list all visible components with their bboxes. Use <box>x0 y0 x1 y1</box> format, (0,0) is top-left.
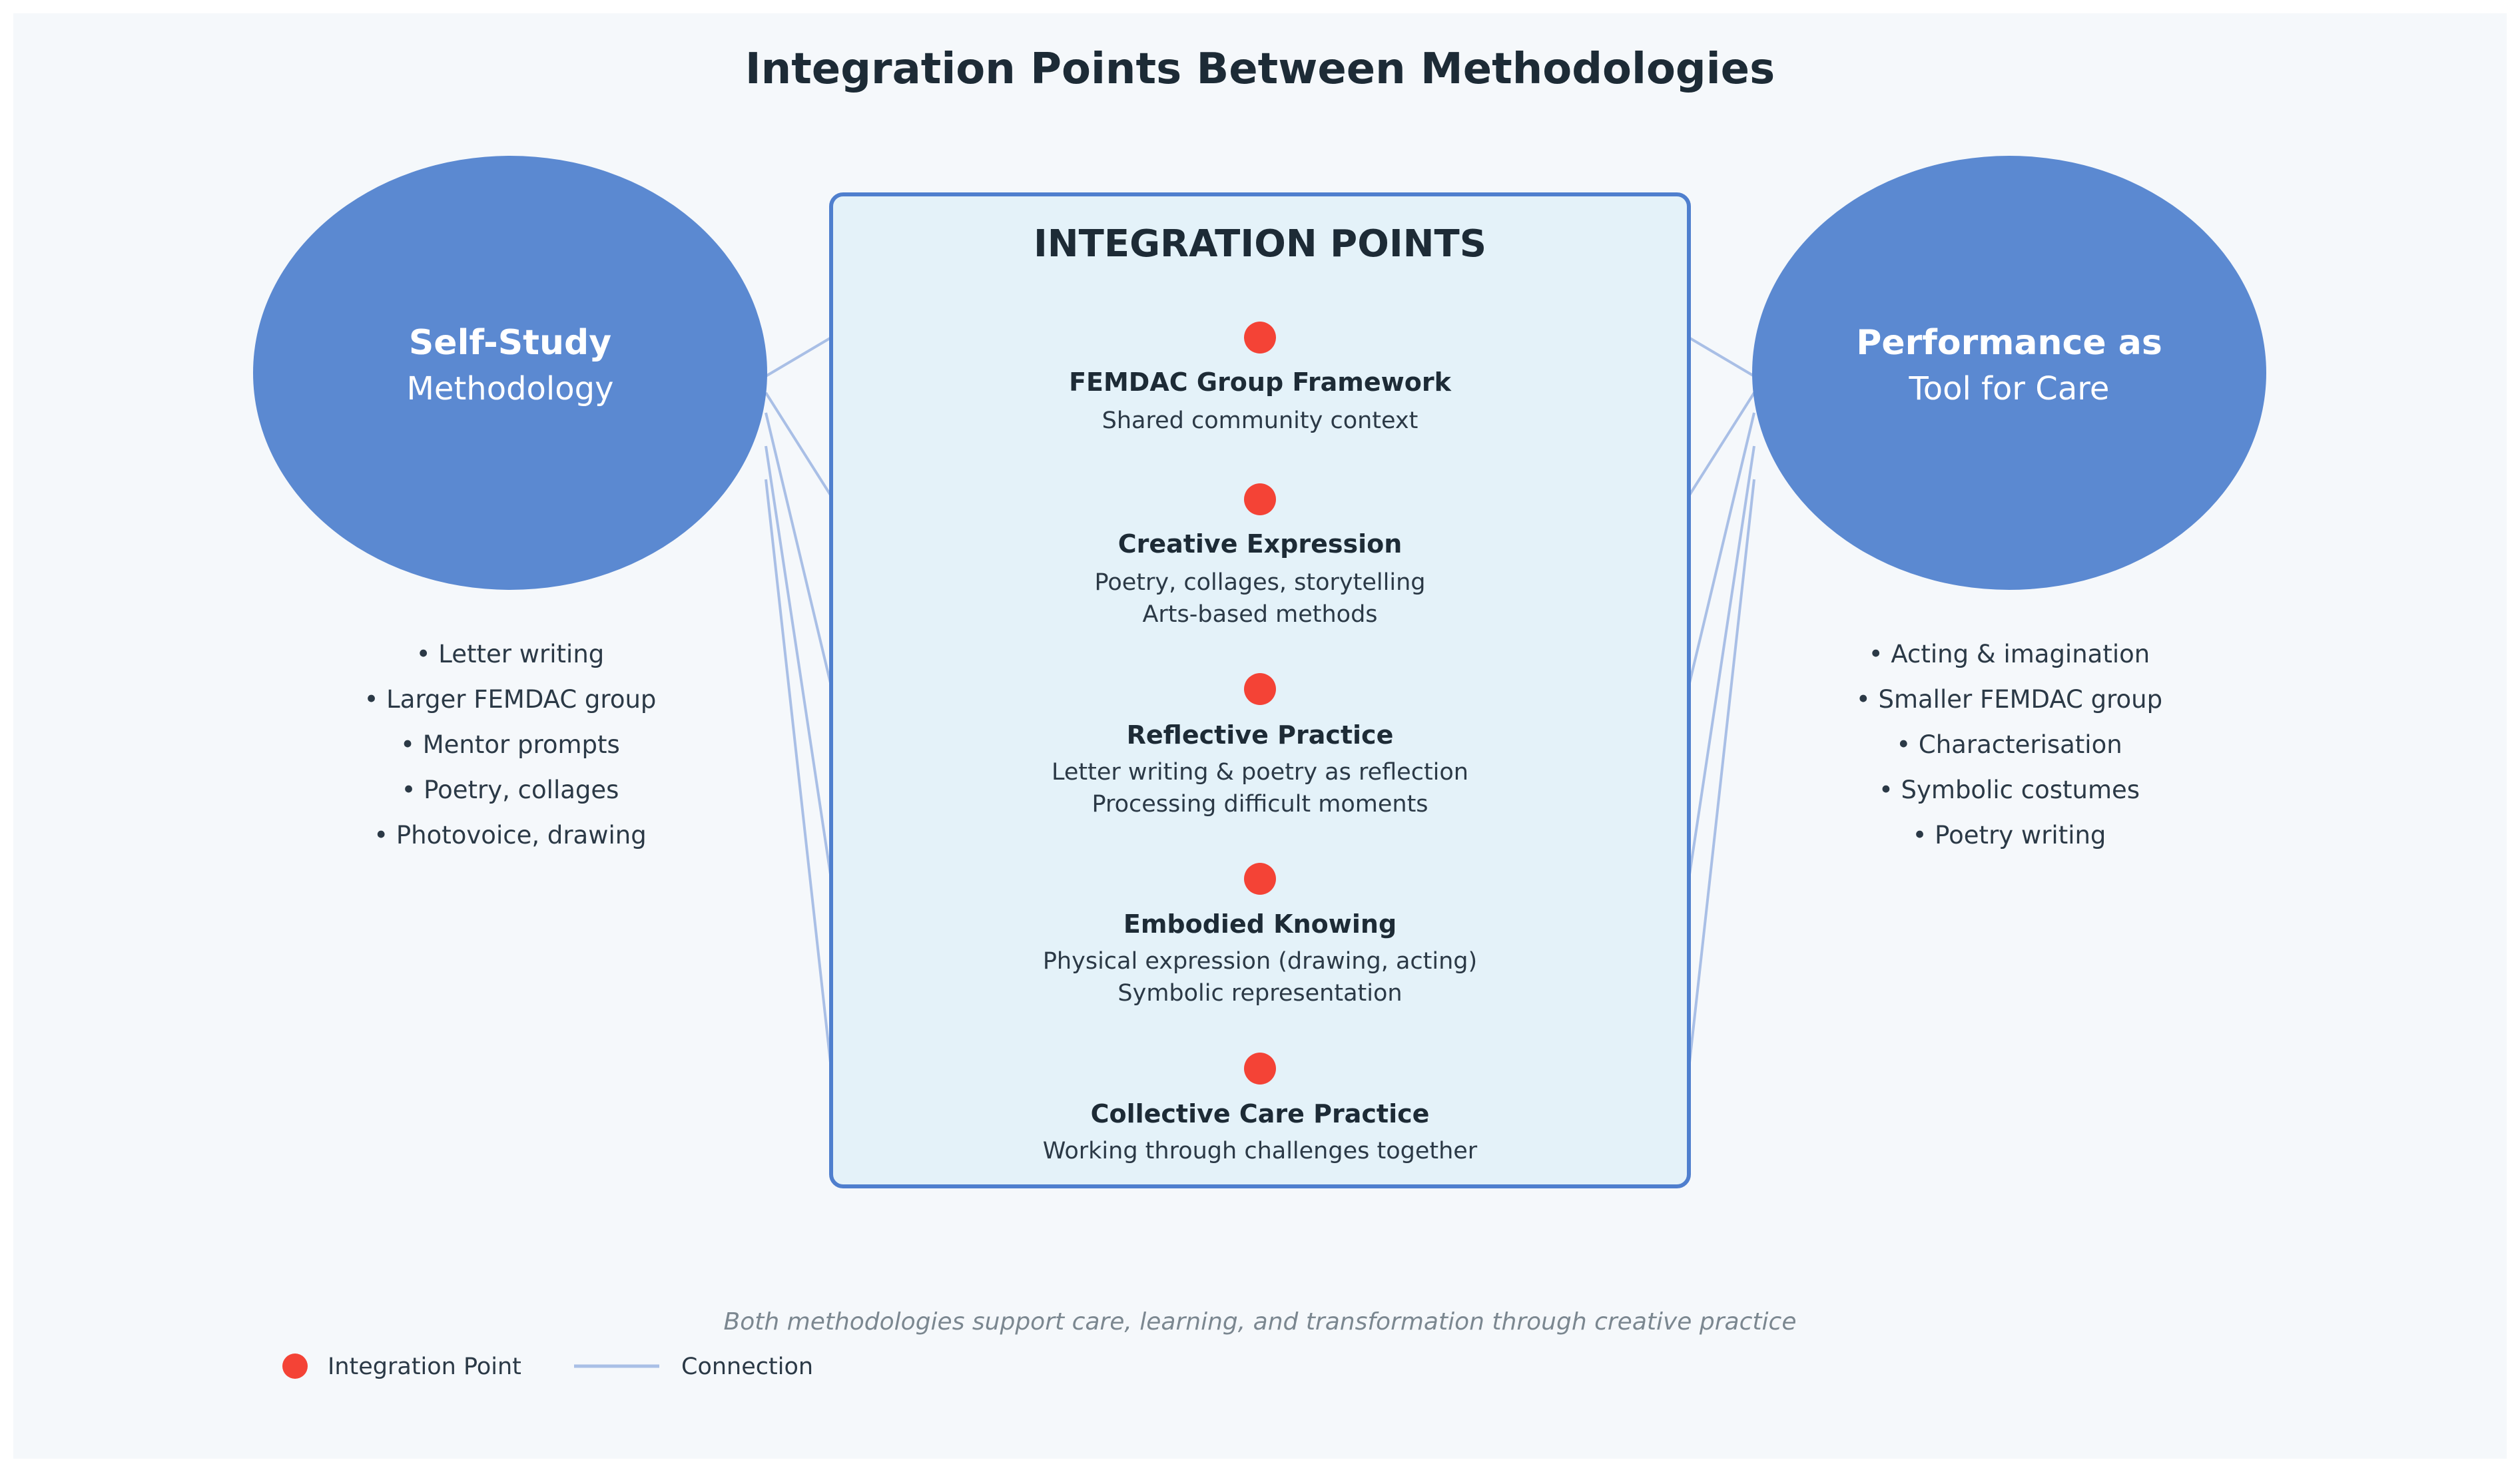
connector-line <box>1688 479 1755 1069</box>
connector-line <box>1688 336 1755 377</box>
integration-point: Creative Expression Poetry, collages, st… <box>1095 483 1426 628</box>
integration-point-title: Collective Care Practice <box>1091 1099 1430 1128</box>
integration-point-title: FEMDAC Group Framework <box>1069 368 1452 397</box>
list-item: • Photovoice, drawing <box>374 821 646 850</box>
integration-point-marker <box>1244 1053 1276 1085</box>
list-item: • Symbolic costumes <box>1879 776 2140 804</box>
integration-point-marker <box>1244 673 1276 705</box>
integration-point-marker <box>1244 863 1276 895</box>
list-item: • Characterisation <box>1896 730 2122 759</box>
list-item: • Poetry writing <box>1913 821 2106 850</box>
integration-point-detail: Letter writing & poetry as reflection <box>1052 759 1468 786</box>
connector-line <box>1688 412 1755 686</box>
integration-point-detail: Processing difficult moments <box>1092 791 1428 818</box>
self-study-title: Self-Study <box>409 323 611 363</box>
diagram-title: Integration Points Between Methodologies <box>745 45 1775 94</box>
performance-subtitle: Tool for Care <box>1909 370 2110 407</box>
connector-line <box>1688 445 1755 879</box>
integration-point-detail: Physical expression (drawing, acting) <box>1043 948 1477 975</box>
integration-point-detail: Symbolic representation <box>1117 980 1402 1007</box>
integration-point-marker <box>1244 483 1276 515</box>
connector-lines-right <box>1688 336 1755 1069</box>
legend-point-marker <box>282 1353 308 1379</box>
connector-line <box>765 479 832 1069</box>
integration-point: FEMDAC Group Framework Shared community … <box>1069 322 1452 434</box>
performance-ellipse <box>1752 156 2266 590</box>
connector-line <box>765 391 832 497</box>
integration-point-marker <box>1244 322 1276 354</box>
integration-point-title: Reflective Practice <box>1127 720 1394 750</box>
integration-point-detail: Working through challenges together <box>1043 1138 1478 1164</box>
integration-points-box: INTEGRATION POINTS FEMDAC Group Framewor… <box>829 192 1691 1188</box>
performance-list: • Acting & imagination • Smaller FEMDAC … <box>1856 640 2162 850</box>
integration-point: Embodied Knowing Physical expression (dr… <box>1043 863 1477 1007</box>
integration-point-detail: Poetry, collages, storytelling <box>1095 569 1426 596</box>
list-item: • Larger FEMDAC group <box>364 685 657 714</box>
integration-point-detail: Arts-based methods <box>1142 601 1377 628</box>
list-item: • Acting & imagination <box>1869 640 2150 668</box>
list-item: • Mentor prompts <box>400 730 620 759</box>
integration-point: Collective Care Practice Working through… <box>1043 1053 1478 1164</box>
self-study-node: Self-Study Methodology <box>253 156 767 590</box>
integration-point: Reflective Practice Letter writing & poe… <box>1052 673 1468 818</box>
performance-title: Performance as <box>1856 323 2162 363</box>
self-study-ellipse <box>253 156 767 590</box>
integration-heading: INTEGRATION POINTS <box>1034 222 1486 266</box>
legend-point-label: Integration Point <box>328 1353 521 1380</box>
footer-note: Both methodologies support care, learnin… <box>724 1308 1797 1336</box>
integration-point-title: Embodied Knowing <box>1123 909 1397 939</box>
connector-line <box>765 412 832 686</box>
list-item: • Smaller FEMDAC group <box>1856 685 2162 714</box>
legend: Integration Point Connection <box>282 1353 813 1380</box>
performance-node: Performance as Tool for Care <box>1752 156 2266 590</box>
list-item: • Letter writing <box>416 640 605 668</box>
legend-connection-label: Connection <box>681 1353 813 1380</box>
connector-line <box>765 445 832 879</box>
self-study-subtitle: Methodology <box>407 370 614 407</box>
connector-line <box>765 336 832 377</box>
self-study-list: • Letter writing • Larger FEMDAC group •… <box>364 640 657 850</box>
integration-point-detail: Shared community context <box>1102 407 1418 434</box>
connector-lines-left <box>765 336 832 1069</box>
integration-point-title: Creative Expression <box>1118 529 1403 559</box>
connector-line <box>1688 391 1755 497</box>
list-item: • Poetry, collages <box>402 776 619 804</box>
